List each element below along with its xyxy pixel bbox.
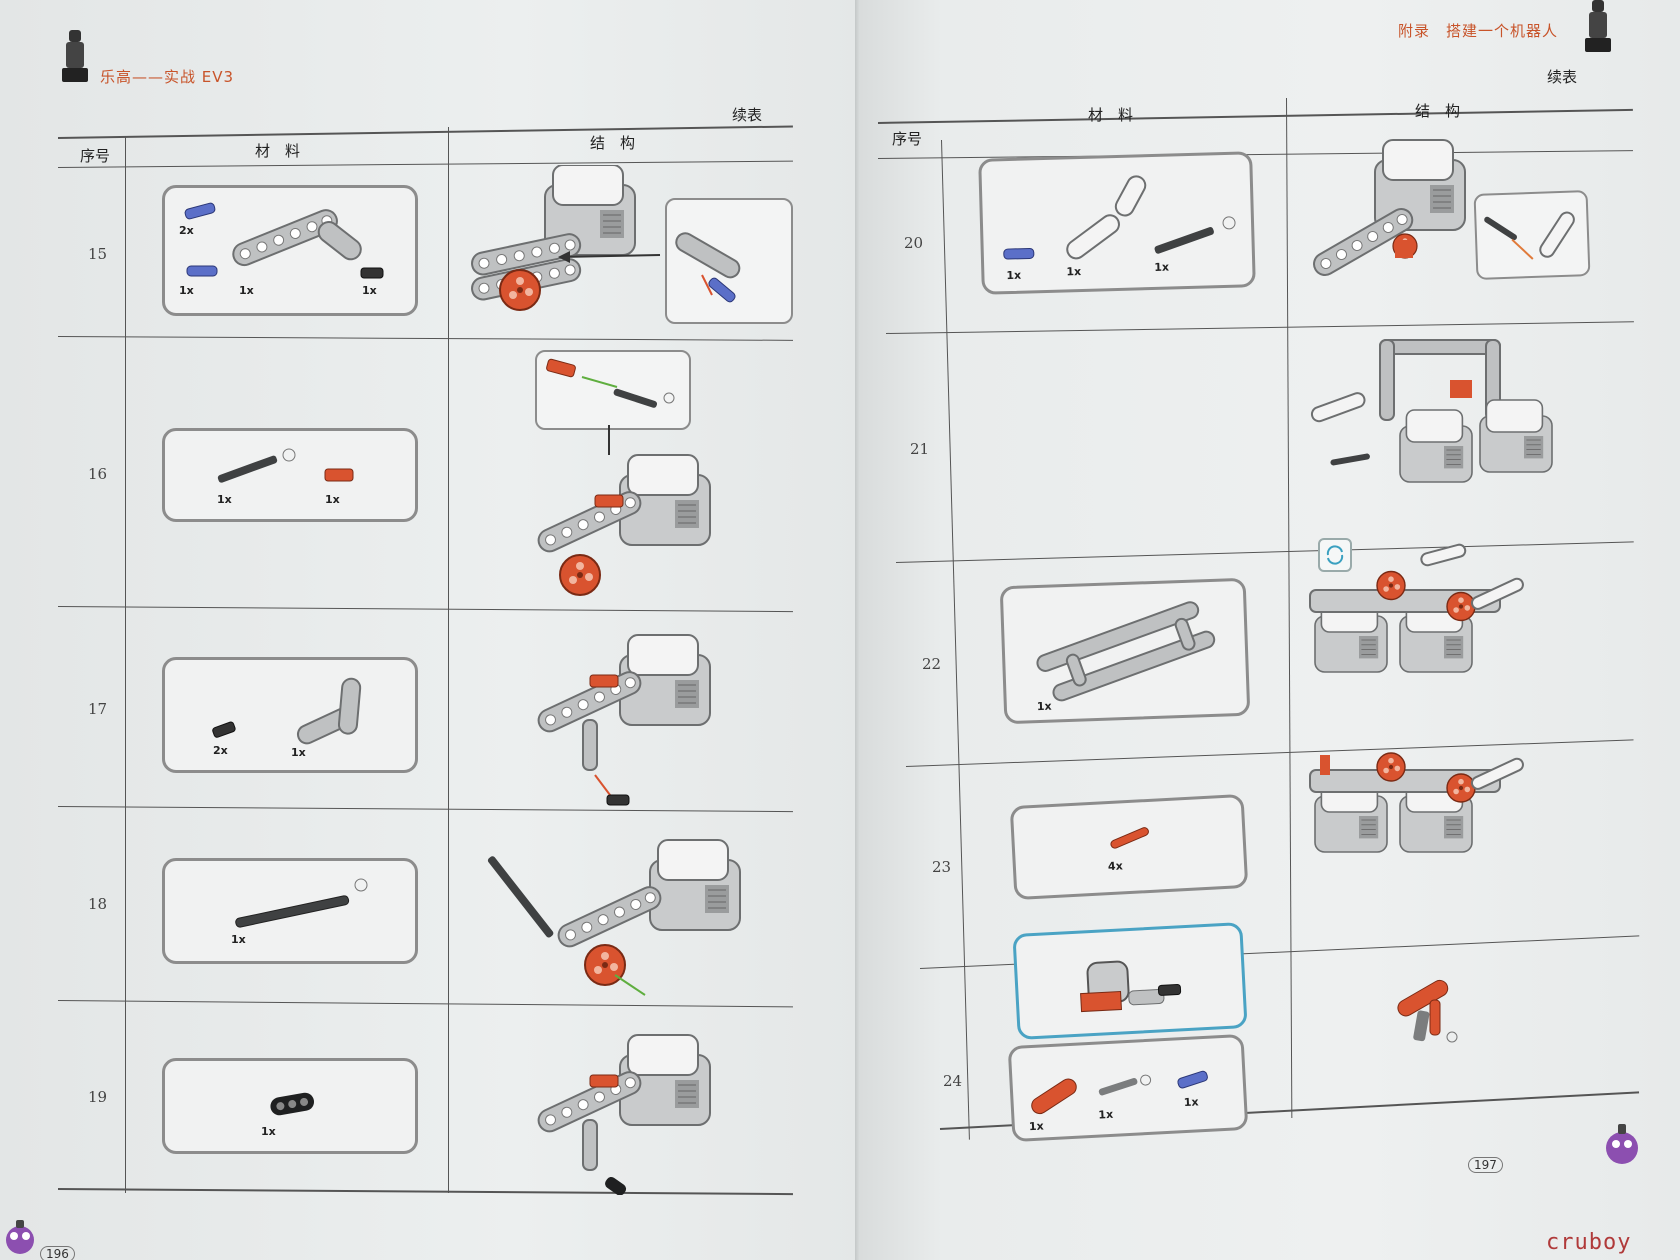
quantity-label: 2x xyxy=(179,224,194,237)
parts-illustration xyxy=(270,1092,315,1116)
parts-illustration xyxy=(1036,601,1216,702)
column-header-seq: 序号 xyxy=(892,130,923,148)
step-number: 16 xyxy=(88,465,108,483)
table-top-line xyxy=(877,108,1633,124)
mascot-icon xyxy=(0,1218,40,1260)
structure-illustration-step-23 xyxy=(1309,752,1524,853)
quantity-label: 4x xyxy=(1107,859,1124,874)
quantity-label: 1x xyxy=(1006,268,1022,283)
continued-label: 续表 xyxy=(732,106,763,124)
detail-callout xyxy=(1473,190,1591,280)
parts-illustration xyxy=(235,878,368,928)
structure-illustration-step-19 xyxy=(534,1034,711,1195)
mascot-icon xyxy=(1600,1120,1644,1174)
detail-callout xyxy=(665,198,793,324)
column-header-structure: 结 构 xyxy=(590,134,636,152)
parts-illustration xyxy=(1031,1069,1209,1115)
step-number: 23 xyxy=(932,858,952,876)
running-header: 附录 搭建一个机器人 xyxy=(1398,22,1559,40)
column-divider-1 xyxy=(941,139,970,1140)
column-header-material: 材 料 xyxy=(255,142,301,160)
parts-box-step-24: 1x 1x 1x xyxy=(1007,1033,1249,1143)
step-number: 15 xyxy=(88,245,108,263)
watermark: cruboy xyxy=(1546,1230,1632,1255)
detail-callout xyxy=(535,350,691,430)
right-page: 附录 搭建一个机器人 续表 序号 材 料 结 构 20 1x 1x 1x xyxy=(860,0,1680,1260)
structure-illustration-step-18 xyxy=(487,839,741,996)
quantity-label: 1x xyxy=(1036,699,1052,714)
structure-illustration-step-20 xyxy=(1309,139,1466,281)
left-page: 乐高——实战 EV3 续表 序号 材 料 结 构 15 2x 1x 1x 1x xyxy=(0,0,860,1260)
parts-illustration xyxy=(217,448,354,483)
quantity-label: 1x xyxy=(1098,1107,1114,1122)
structure-illustration-step-15 xyxy=(469,165,661,311)
page-number: 197 xyxy=(1468,1157,1503,1173)
callout-illustration xyxy=(545,358,675,408)
structure-illustration-step-21 xyxy=(1310,339,1553,483)
quantity-label: 1x xyxy=(325,493,340,506)
parts-illustration xyxy=(183,201,384,279)
column-divider-2 xyxy=(448,127,449,1193)
parts-illustration xyxy=(211,677,362,745)
quantity-label: 1x xyxy=(239,284,254,297)
parts-box-step-17: 2x 1x xyxy=(162,657,418,773)
parts-box-step-23: 4x xyxy=(1009,793,1249,901)
parts-box-step-16: 1x 1x xyxy=(162,428,418,522)
structure-illustration-step-24 xyxy=(1397,979,1458,1043)
structure-illustration-step-16 xyxy=(534,425,711,596)
step-number: 21 xyxy=(910,440,930,458)
robot-logo-icon xyxy=(62,30,88,82)
column-header-seq: 序号 xyxy=(80,147,111,165)
page-number: 196 xyxy=(40,1246,75,1260)
column-header-structure: 结 构 xyxy=(1415,102,1461,120)
robot-logo-icon xyxy=(1585,0,1611,52)
step-number: 22 xyxy=(922,655,942,673)
quantity-label: 1x xyxy=(291,746,306,759)
quantity-label: 1x xyxy=(1066,265,1082,279)
quantity-label: 1x xyxy=(179,284,194,297)
table-top-line xyxy=(57,125,793,139)
step-number: 19 xyxy=(88,1088,108,1106)
quantity-label: 1x xyxy=(231,933,246,946)
structure-illustration-step-22 xyxy=(1309,543,1524,673)
quantity-label: 1x xyxy=(261,1125,276,1138)
quantity-label: 1x xyxy=(1154,260,1170,274)
quantity-label: 1x xyxy=(362,284,377,297)
running-header: 乐高——实战 EV3 xyxy=(100,68,235,86)
structure-illustration-step-17 xyxy=(534,634,711,806)
continued-label: 续表 xyxy=(1547,68,1578,86)
step-number: 17 xyxy=(88,700,108,718)
parts-box-step-19: 1x xyxy=(162,1058,418,1154)
column-divider-2 xyxy=(1286,97,1293,1118)
parts-illustration xyxy=(1110,827,1149,849)
callout-illustration xyxy=(675,232,741,304)
column-header-material: 材 料 xyxy=(1088,106,1134,124)
row-separator xyxy=(57,606,793,613)
step-number: 18 xyxy=(88,895,108,913)
callout-illustration xyxy=(1484,211,1575,260)
column-divider-1 xyxy=(125,137,126,1193)
row-separator xyxy=(57,336,793,341)
rotate-model-icon xyxy=(1318,538,1352,572)
quantity-label: 1x xyxy=(1028,1119,1044,1134)
quantity-label: 1x xyxy=(217,493,232,506)
quantity-label: 1x xyxy=(1183,1095,1199,1110)
parts-illustration xyxy=(1003,175,1236,260)
parts-box-step-22: 1x xyxy=(999,577,1251,725)
step-number: 20 xyxy=(904,234,924,252)
subassembly-illustration xyxy=(1080,960,1182,1013)
subassembly-box-step-24 xyxy=(1012,922,1248,1040)
step-number: 24 xyxy=(943,1072,963,1090)
quantity-label: 2x xyxy=(213,744,228,757)
parts-box-step-20: 1x 1x 1x xyxy=(978,151,1256,295)
parts-box-step-15: 2x 1x 1x 1x xyxy=(162,185,418,316)
parts-box-step-18: 1x xyxy=(162,858,418,964)
